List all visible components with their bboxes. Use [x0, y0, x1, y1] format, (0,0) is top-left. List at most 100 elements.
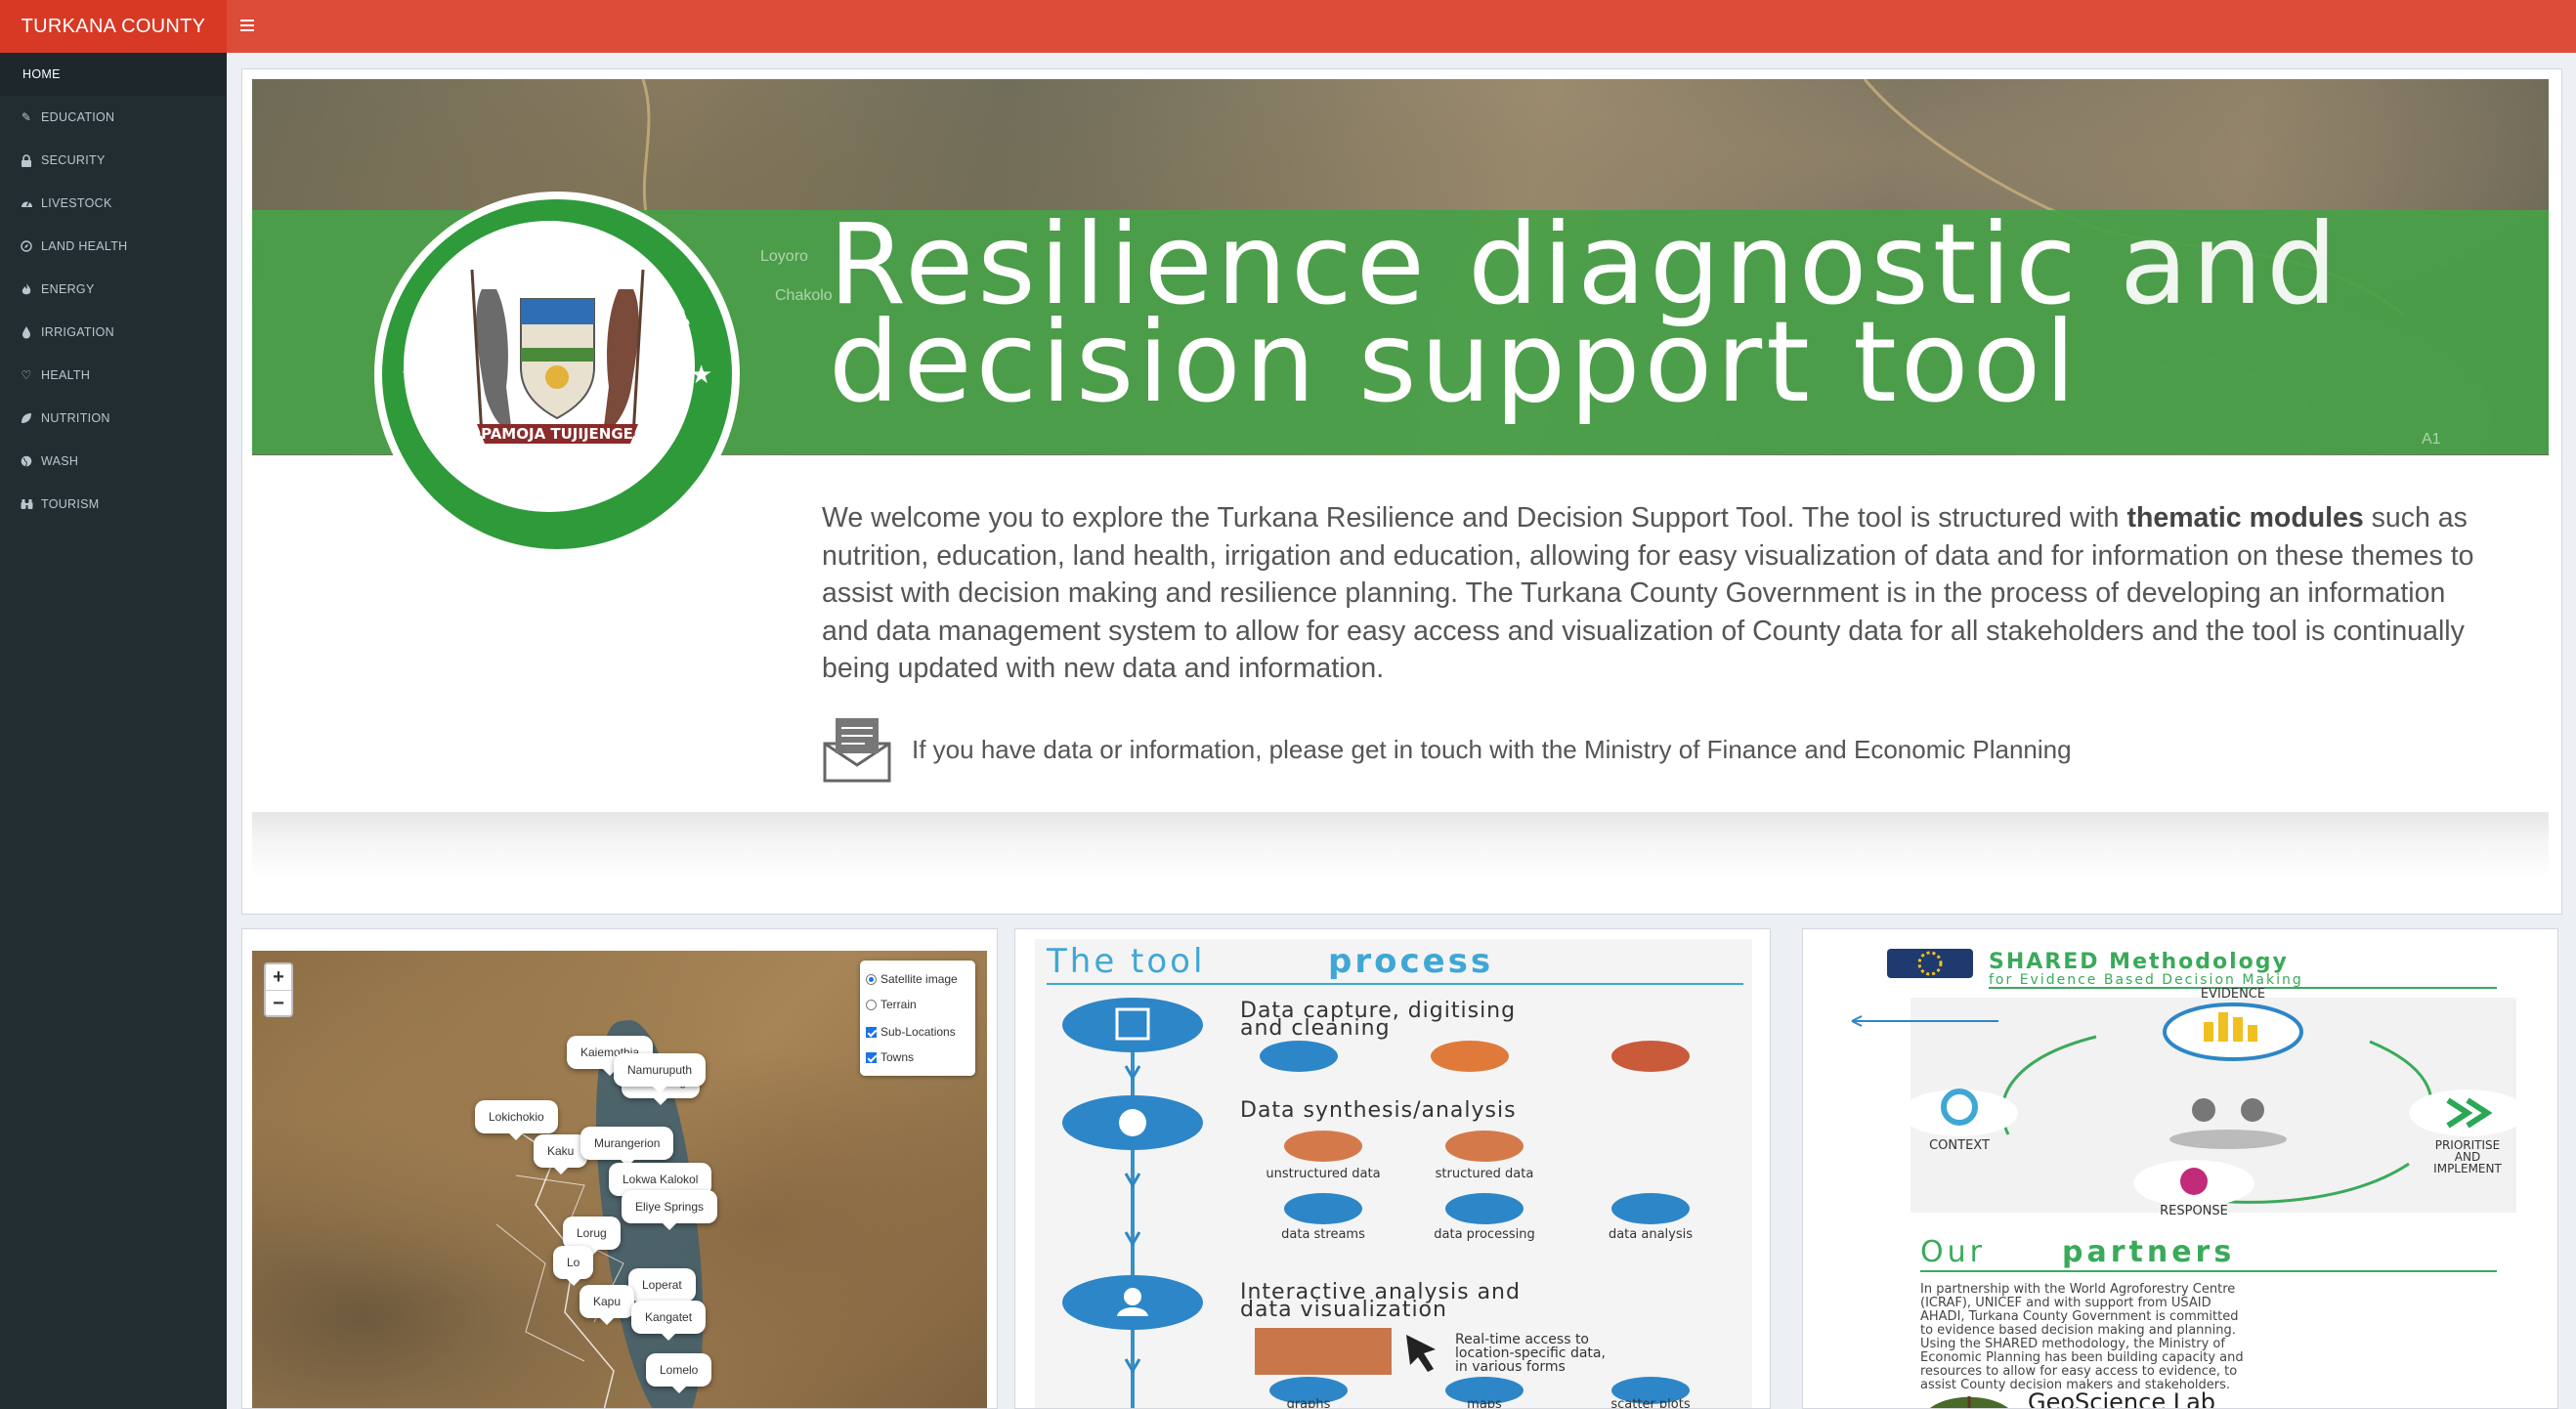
- radio-terrain[interactable]: [866, 999, 877, 1010]
- sidebar-item-energy[interactable]: ENERGY: [0, 268, 227, 311]
- zoom-in-button[interactable]: +: [273, 966, 284, 988]
- title-line2: decision support tool: [829, 297, 2080, 427]
- sidebar-item-livestock[interactable]: LIVESTOCK: [0, 182, 227, 225]
- svg-text:data analysis: data analysis: [1609, 1227, 1693, 1242]
- svg-text:in various forms: in various forms: [1455, 1359, 1566, 1375]
- svg-text:graphs: graphs: [1287, 1397, 1331, 1409]
- sidebar-item-education[interactable]: ✎ EDUCATION: [0, 96, 227, 139]
- contact-row: If you have data or information, please …: [822, 714, 2072, 785]
- town-popup[interactable]: Kapu: [580, 1285, 635, 1325]
- zoom-out-button[interactable]: −: [266, 990, 291, 1015]
- sidebar-item-label: SECURITY: [41, 153, 106, 167]
- svg-text:location-specific data,: location-specific data,: [1455, 1345, 1606, 1361]
- shared-subtitle: for Evidence Based Decision Making: [1989, 972, 2303, 988]
- checkbox-sub-locations[interactable]: [866, 1026, 877, 1038]
- svg-text:In partnership with the World: In partnership with the World Agroforest…: [1920, 1282, 2235, 1297]
- layer-satellite[interactable]: Satellite image: [866, 968, 969, 990]
- section-divider: [252, 812, 2549, 878]
- intro-text-1: We welcome you to explore the Turkana Re…: [822, 502, 2127, 534]
- drop-icon: [20, 325, 33, 339]
- hero-section: Loyoro Chakolo A1 Resilience diagnostic …: [241, 68, 2562, 915]
- svg-text:AHADI, Turkana County Governme: AHADI, Turkana County Government is comm…: [1920, 1309, 2238, 1324]
- sidebar: HOME ✎ EDUCATION SECURITY LIVESTOCK LAND…: [0, 53, 227, 1409]
- layer-label: Towns: [880, 1050, 915, 1064]
- svg-text:AND: AND: [2455, 1150, 2480, 1164]
- cycle-context: CONTEXT: [1929, 1138, 1990, 1153]
- sidebar-item-home[interactable]: HOME: [0, 53, 227, 96]
- svg-text:and cleaning: and cleaning: [1240, 1016, 1391, 1041]
- compass-icon: [20, 239, 33, 253]
- leaf-icon: [20, 411, 33, 425]
- binoculars-icon: [20, 497, 33, 511]
- app-brand[interactable]: TURKANA COUNTY: [0, 0, 227, 53]
- sidebar-item-label: ENERGY: [41, 282, 95, 296]
- sidebar-item-label: NUTRITION: [41, 411, 110, 425]
- svg-text:Real-time access to: Real-time access to: [1455, 1332, 1589, 1347]
- town-popup[interactable]: Loperat: [628, 1268, 696, 1308]
- contact-text: If you have data or information, please …: [912, 734, 2072, 764]
- title-line1: Resilience diagnostic: [829, 199, 2081, 329]
- layer-control: Satellite image Terrain Sub-Locations To…: [860, 961, 975, 1076]
- seal-artwork: TURKANA COUNTY GOVERNMENT ★ ★ P: [401, 228, 712, 499]
- sidebar-item-land-health[interactable]: LAND HEALTH: [0, 225, 227, 268]
- cycle-prioritise: PRIORITISE: [2435, 1138, 2501, 1152]
- layer-label: Satellite image: [880, 972, 958, 986]
- cycle-response: RESPONSE: [2160, 1204, 2228, 1218]
- intro-text-2: such as nutrition, education, land healt…: [822, 502, 2474, 684]
- intro-paragraph: We welcome you to explore the Turkana Re…: [822, 499, 2488, 688]
- layer-label: Terrain: [880, 998, 917, 1011]
- sidebar-item-tourism[interactable]: TOURISM: [0, 483, 227, 526]
- layer-sub-locations[interactable]: Sub-Locations: [866, 1021, 969, 1043]
- pencil-icon: ✎: [21, 110, 32, 124]
- step1-title: Data capture, digitising: [1240, 999, 1516, 1023]
- layer-terrain[interactable]: Terrain: [866, 994, 969, 1015]
- sidebar-item-wash[interactable]: WASH: [0, 440, 227, 483]
- sidebar-item-label: WASH: [41, 454, 79, 468]
- sidebar-item-label: EDUCATION: [41, 110, 115, 124]
- cycle-evidence: EVIDENCE: [2201, 987, 2265, 1002]
- radio-satellite[interactable]: [866, 973, 877, 985]
- checkbox-towns[interactable]: [866, 1051, 877, 1063]
- partners-title-bold: partners: [2062, 1235, 2235, 1269]
- town-popup[interactable]: Kangatet: [631, 1301, 707, 1341]
- svg-text:Using the SHARED methodology,: Using the SHARED methodology, the Minist…: [1920, 1337, 2225, 1351]
- tool-process-infographic: The tool process Data capture, digitisin…: [1035, 939, 1752, 1409]
- layer-towns[interactable]: Towns: [866, 1046, 969, 1068]
- town-popup[interactable]: Kaku: [534, 1134, 588, 1174]
- town-popup[interactable]: Lomelo: [646, 1353, 712, 1393]
- intro-bold: thematic modules: [2126, 502, 2364, 534]
- town-popup[interactable]: Lorug: [563, 1217, 621, 1257]
- interactive-map[interactable]: + − Satellite image Terrain Sub-Location…: [252, 951, 987, 1408]
- svg-text:assist County decision makers: assist County decision makers and stakeh…: [1920, 1378, 2230, 1392]
- heart-icon: ♡: [21, 368, 32, 382]
- sidebar-item-nutrition[interactable]: NUTRITION: [0, 397, 227, 440]
- shared-title: SHARED Methodology: [1989, 950, 2289, 974]
- shared-methodology-graphic: SHARED Methodology for Evidence Based De…: [1823, 939, 2540, 1408]
- zoom-control: + −: [264, 962, 293, 1017]
- process-title-light: The tool: [1046, 942, 1205, 981]
- town-popup[interactable]: Murangerion: [580, 1127, 674, 1167]
- globe-icon: [20, 454, 33, 468]
- shared-methodology-card: SHARED Methodology for Evidence Based De…: [1802, 928, 2558, 1409]
- partners-title-light: Our: [1920, 1235, 1986, 1269]
- town-popup[interactable]: Namuruputh: [614, 1053, 707, 1093]
- title-line1-light: and: [2120, 199, 2341, 329]
- sidebar-item-label: LIVESTOCK: [41, 196, 112, 210]
- sidebar-item-irrigation[interactable]: IRRIGATION: [0, 311, 227, 354]
- sidebar-item-label: TOURISM: [41, 497, 100, 511]
- town-popup[interactable]: Lo: [553, 1246, 594, 1286]
- svg-text:unstructured data: unstructured data: [1266, 1167, 1380, 1181]
- envelope-icon: [823, 718, 891, 783]
- svg-text:maps: maps: [1467, 1397, 1502, 1409]
- sidebar-toggle-icon[interactable]: [240, 17, 254, 36]
- step3-title: Interactive analysis and: [1240, 1280, 1521, 1304]
- town-popup[interactable]: Lokichokio: [475, 1100, 558, 1140]
- town-popup[interactable]: Eliye Springs: [622, 1190, 718, 1230]
- map-label-loyoro: Loyoro: [760, 248, 808, 265]
- sidebar-item-health[interactable]: ♡ HEALTH: [0, 354, 227, 397]
- svg-text:structured data: structured data: [1436, 1167, 1534, 1181]
- svg-text:IMPLEMENT: IMPLEMENT: [2433, 1162, 2502, 1175]
- sidebar-item-security[interactable]: SECURITY: [0, 139, 227, 182]
- svg-text:resources to allow for easy ac: resources to allow for easy access to ev…: [1920, 1364, 2237, 1379]
- process-title-bold: process: [1328, 942, 1493, 981]
